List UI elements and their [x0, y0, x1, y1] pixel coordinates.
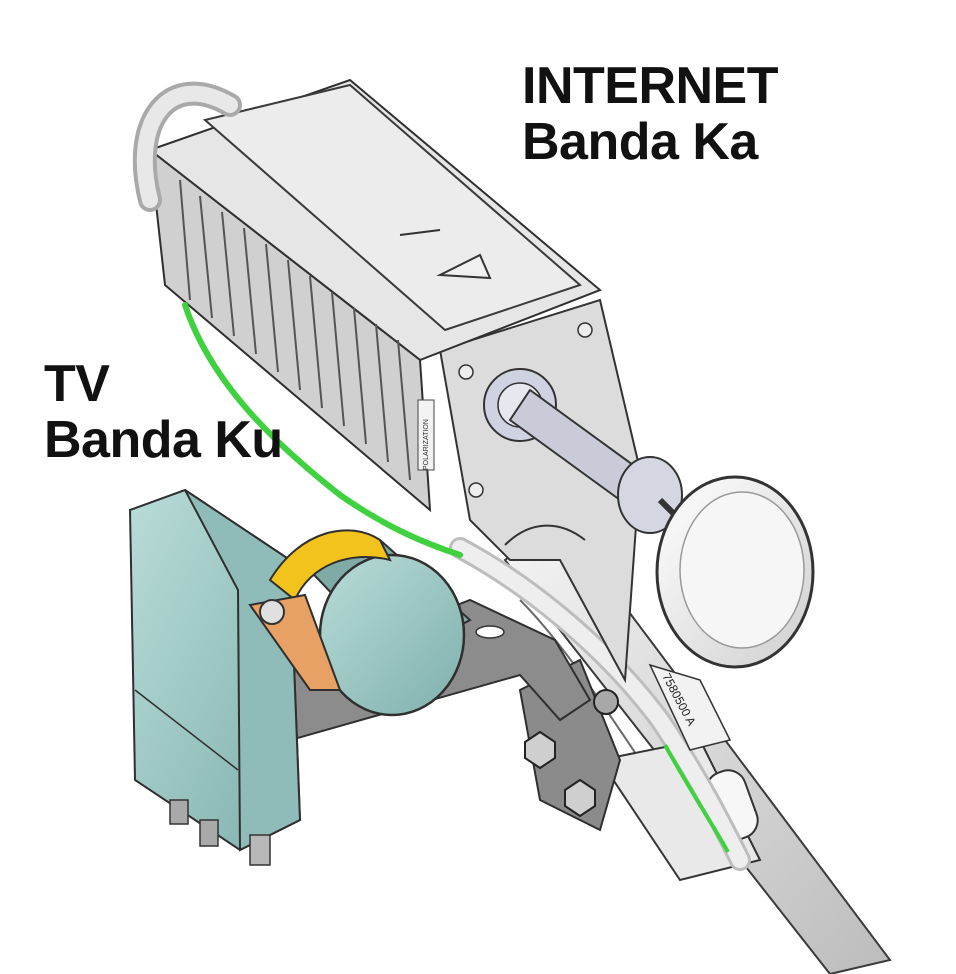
ka-feed-horn [483, 368, 703, 543]
ku-feed-horn [298, 538, 472, 717]
gray-cable-loop [132, 81, 242, 212]
ka-transceiver: POLARIZATION [147, 78, 602, 513]
ku-clamp [248, 529, 392, 691]
tv-label-line1: TV [44, 355, 110, 413]
tv-label-line2: Banda Ku [44, 411, 283, 470]
heat-sink-fins [179, 179, 411, 481]
cable-bundle [449, 537, 751, 871]
ka-cable-green [182, 302, 463, 558]
warning-triangle-icon [436, 253, 492, 280]
ka-disk-reflector [655, 475, 815, 669]
polarization-label: POLARIZATION [423, 419, 430, 470]
part-tag: 7580500 A [648, 663, 732, 751]
ku-lnb-box [128, 488, 302, 866]
tv-ku-label: TV Banda Ku [44, 356, 283, 468]
internet-label-line2: Banda Ka [522, 113, 758, 172]
internet-ka-label: INTERNET Banda Ka [522, 57, 779, 172]
internet-label-line1: INTERNET [522, 57, 779, 115]
